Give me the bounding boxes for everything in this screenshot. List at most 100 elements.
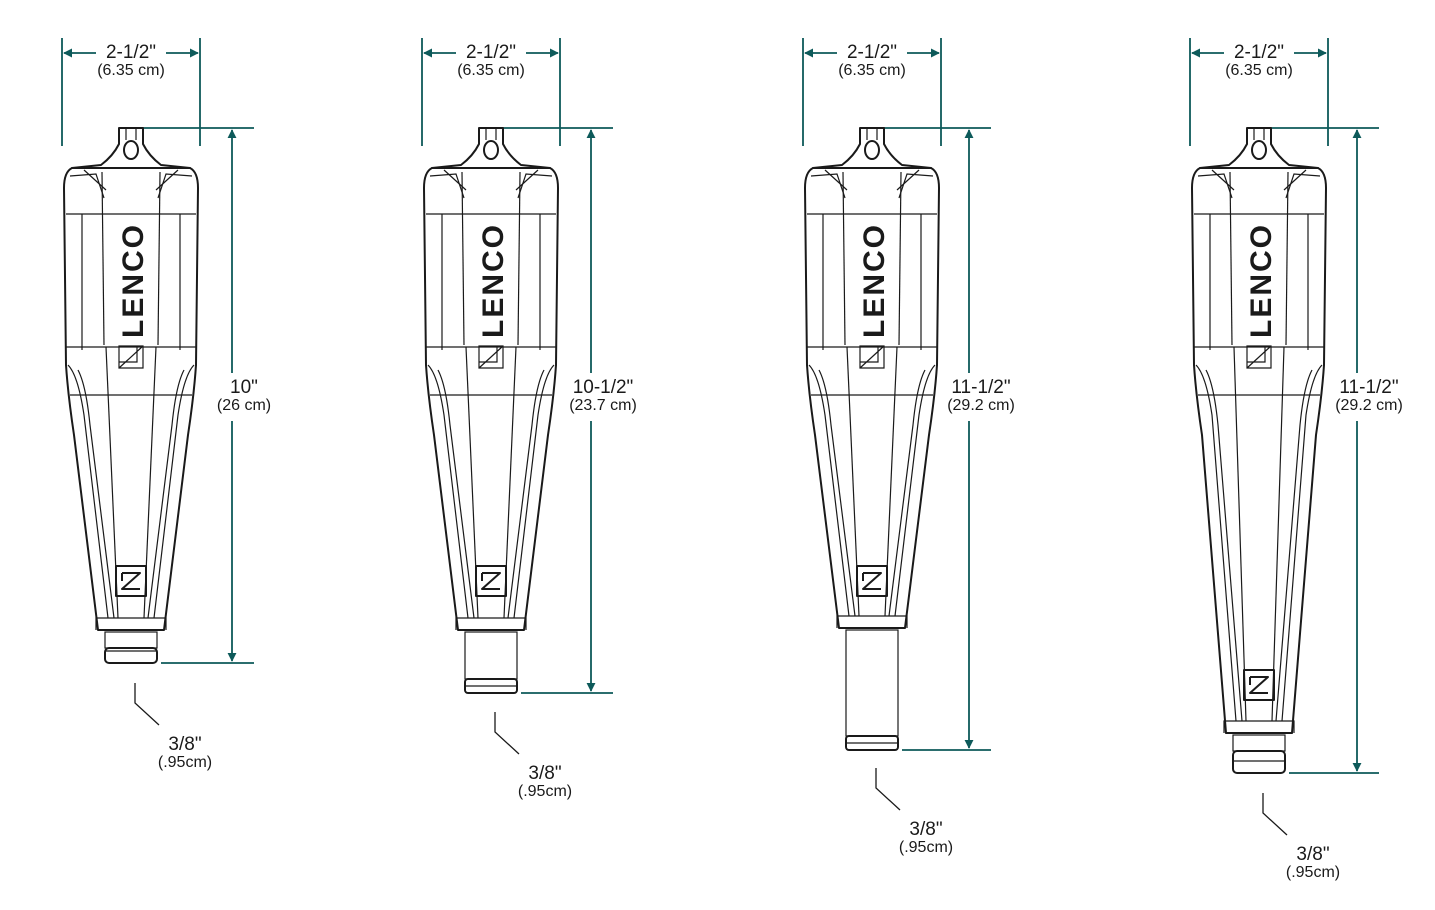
badge-mark-icon <box>481 572 501 590</box>
lenco-mark-icon <box>1246 345 1272 369</box>
rib-inner-right <box>147 369 185 619</box>
stem-sub-label: (.95cm) <box>899 839 953 856</box>
lenco-mark-icon <box>478 345 504 369</box>
housing-outline <box>63 167 199 631</box>
length-sub-label: (29.2 cm) <box>947 397 1015 414</box>
product-drawing-2: 2-1/2"(6.35 cm) 10-1/2"(23.7 cm) LENCO 3/8"… <box>421 38 637 800</box>
product-drawing-3: 2-1/2"(6.35 cm) 11-1/2"(29.2 cm) LENCO 3/8"… <box>802 38 1015 856</box>
rib-inner-right <box>888 369 926 617</box>
rib-outer-left <box>808 364 850 617</box>
lenco-mark-icon <box>859 345 885 369</box>
badge-mark-icon <box>862 572 882 590</box>
bottom-collar <box>1223 720 1295 733</box>
length-label: 10" <box>230 377 258 398</box>
stem-sub-label: (.95cm) <box>518 783 572 800</box>
center-rib-left <box>1233 346 1247 722</box>
stem-label: 3/8" <box>528 763 561 784</box>
bottom-collar <box>836 615 908 628</box>
product-drawing-1: 2-1/2"(6.35 cm)10"(26 cm)LENCO3/8"(.95cm… <box>61 38 271 771</box>
stem-shaft <box>464 631 518 680</box>
rib-inner-left <box>437 369 475 619</box>
panel-line-right <box>1285 171 1289 346</box>
rib-inner-left <box>1205 369 1243 722</box>
stem-nut <box>1232 750 1286 774</box>
cap-chevron-detail <box>810 173 934 199</box>
eyelet-hole-icon <box>864 140 880 160</box>
lenco-logo: LENCO <box>1245 223 1278 369</box>
eyelet-crown <box>431 127 551 169</box>
length-sub-label: (26 cm) <box>217 397 271 414</box>
lenco-logo-text: LENCO <box>477 223 510 338</box>
stem-label: 3/8" <box>909 819 942 840</box>
eyelet-crown <box>1199 127 1319 169</box>
lenco-logo: LENCO <box>858 223 891 369</box>
stem-leader-line <box>875 768 901 811</box>
lenco-logo-text: LENCO <box>1245 223 1278 338</box>
center-rib-right <box>1271 346 1285 722</box>
stem-collar <box>104 631 158 649</box>
rib-outer-right <box>153 364 195 619</box>
length-label: 11-1/2" <box>1339 377 1398 398</box>
rib-outer-right <box>894 364 936 617</box>
rib-outer-left <box>427 364 469 619</box>
width-label: 2-1/2" <box>847 42 897 63</box>
length-label: 10-1/2" <box>573 377 634 398</box>
stem-nut <box>104 647 158 664</box>
housing-outline <box>804 167 940 629</box>
panel-line-right <box>517 171 521 346</box>
width-label: 2-1/2" <box>106 42 156 63</box>
housing-outline <box>1191 167 1327 734</box>
rib-inner-left <box>77 369 115 619</box>
width-label: 2-1/2" <box>1234 42 1284 63</box>
length-label: 11-1/2" <box>951 377 1010 398</box>
stem-label: 3/8" <box>1296 844 1329 865</box>
bottom-collar <box>95 617 167 630</box>
rib-outer-left <box>67 364 109 619</box>
badge-mark-icon <box>121 572 141 590</box>
eyelet-crown <box>812 127 932 169</box>
panel-line-left <box>1229 171 1233 346</box>
stem-sub-label: (.95cm) <box>1286 864 1340 881</box>
width-sub-label: (6.35 cm) <box>457 62 525 79</box>
product-drawing-4: 2-1/2"(6.35 cm) 11-1/2"(29.2 cm) LENCO 3/8"… <box>1189 38 1403 881</box>
length-sub-label: (29.2 cm) <box>1335 397 1403 414</box>
badge-frame-icon <box>475 565 507 597</box>
stem-leader-line <box>1262 793 1288 836</box>
stem-shaft <box>845 629 899 737</box>
length-sub-label: (23.7 cm) <box>569 397 637 414</box>
badge-frame-icon <box>115 565 147 597</box>
badge-mark-icon <box>1249 676 1269 694</box>
rib-inner-right <box>507 369 545 619</box>
panel-line-left <box>461 171 465 346</box>
panel-line-right <box>157 171 161 346</box>
width-sub-label: (6.35 cm) <box>838 62 906 79</box>
stem-sub-label: (.95cm) <box>158 754 212 771</box>
cap-chevron-detail <box>1197 173 1321 199</box>
lenco-mark-icon <box>118 345 144 369</box>
rib-inner-left <box>818 369 856 617</box>
panel-line-right <box>898 171 902 346</box>
lenco-logo: LENCO <box>117 223 150 369</box>
stem-collar <box>1232 734 1286 752</box>
eyelet-hole-icon <box>1251 140 1267 160</box>
cap-chevron-detail <box>69 173 193 199</box>
badge-frame-icon <box>856 565 888 597</box>
rib-outer-left <box>1195 364 1237 722</box>
stem-leader-line <box>494 712 520 755</box>
housing-outline <box>423 167 559 631</box>
panel-line-left <box>101 171 105 346</box>
badge-frame-icon <box>1243 669 1275 701</box>
stem-label: 3/8" <box>168 734 201 755</box>
lenco-logo: LENCO <box>477 223 510 369</box>
eyelet-crown <box>71 127 191 169</box>
eyelet-hole-icon <box>123 140 139 160</box>
width-label: 2-1/2" <box>466 42 516 63</box>
eyelet-hole-icon <box>483 140 499 160</box>
lenco-logo-text: LENCO <box>117 223 150 338</box>
rib-inner-right <box>1275 369 1313 722</box>
width-sub-label: (6.35 cm) <box>1225 62 1293 79</box>
cap-chevron-detail <box>429 173 553 199</box>
bottom-collar <box>455 617 527 630</box>
rib-outer-right <box>513 364 555 619</box>
